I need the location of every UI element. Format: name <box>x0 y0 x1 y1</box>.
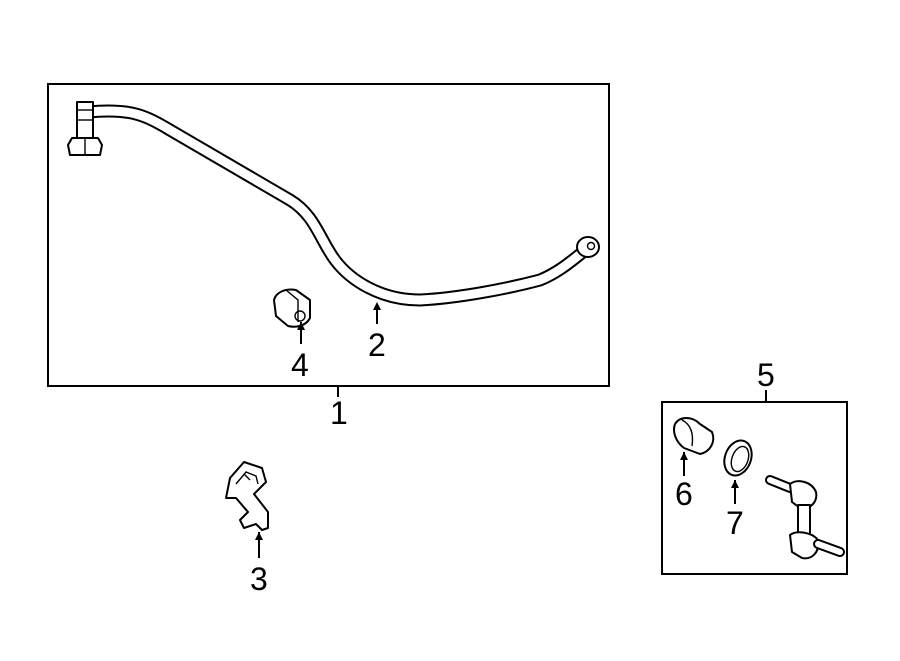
arrow-7 <box>731 480 739 504</box>
callout-7: 7 <box>726 505 744 541</box>
callout-4: 4 <box>291 347 309 383</box>
callout-2: 2 <box>368 327 386 363</box>
stabilizer-bar[interactable] <box>67 101 600 307</box>
stabilizer-bar-group-box <box>47 83 610 387</box>
callout-1: 1 <box>330 395 348 431</box>
bushing-bracket[interactable] <box>225 461 269 531</box>
stabilizer-link[interactable] <box>765 475 845 560</box>
arrow-4 <box>297 322 305 344</box>
stabilizer-link-group-box <box>661 401 848 575</box>
stabilizer-bushing[interactable] <box>273 288 311 328</box>
callout-6: 6 <box>675 476 693 512</box>
arrow-3 <box>255 532 263 558</box>
arrow-6 <box>680 452 688 476</box>
callout-3: 3 <box>250 561 268 597</box>
callout-5: 5 <box>757 357 775 393</box>
link-bushing[interactable] <box>673 417 715 455</box>
clamp-ring[interactable] <box>720 437 757 480</box>
arrow-2 <box>373 302 381 324</box>
